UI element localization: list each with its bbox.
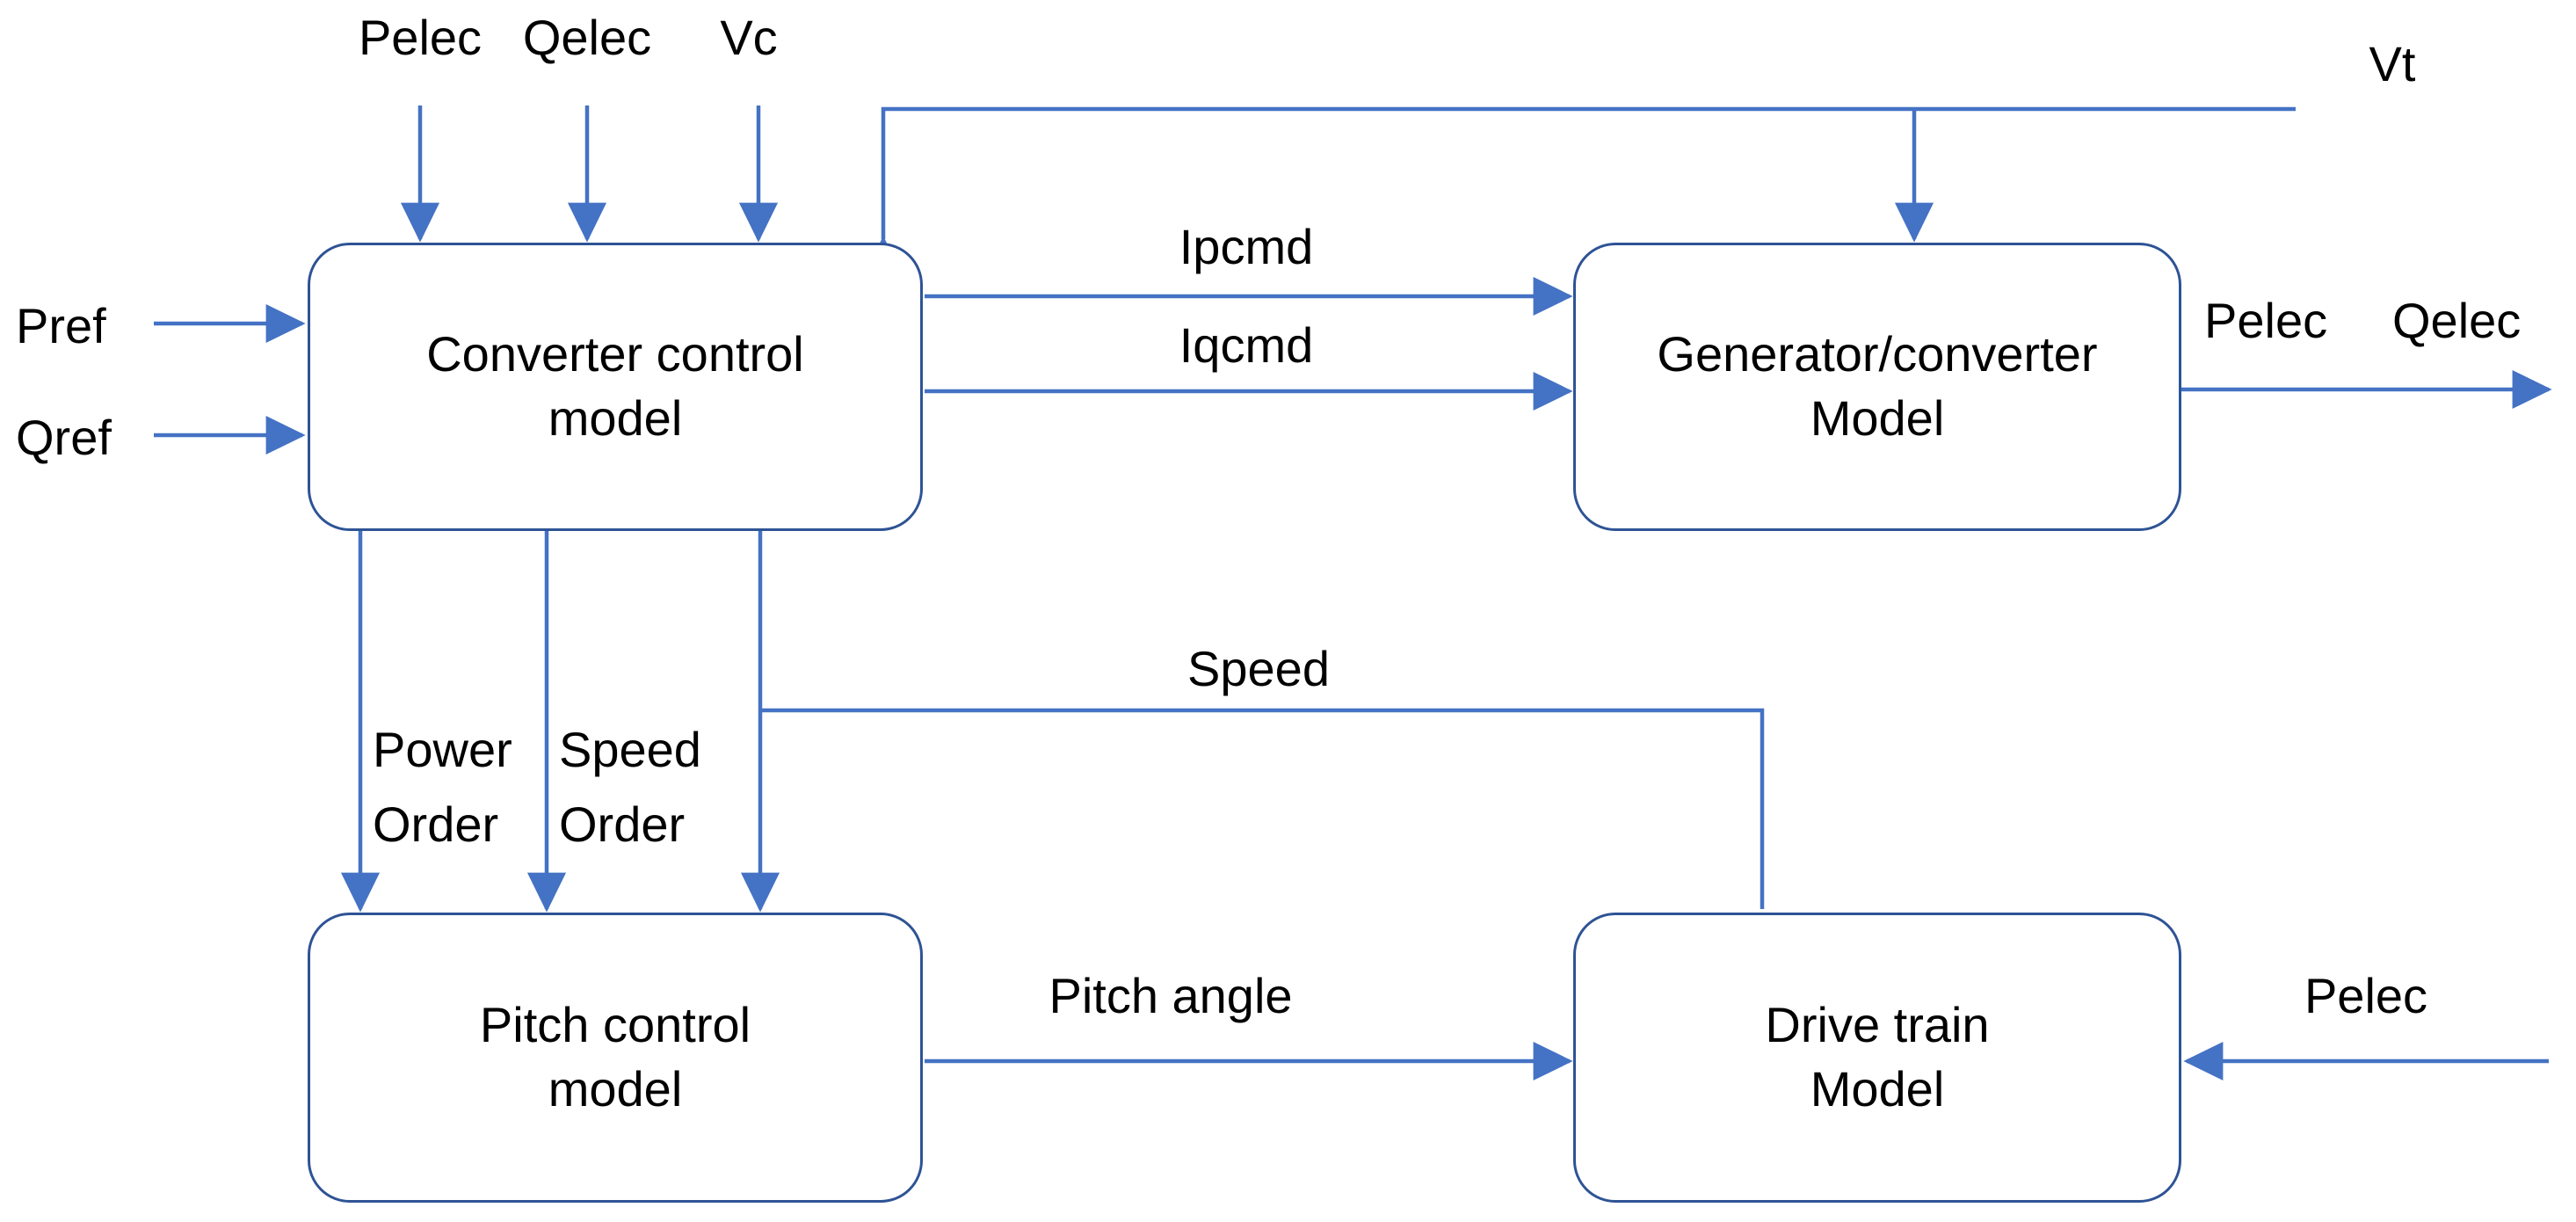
wire-speed-from-drivetrain [760, 708, 1765, 909]
block-converter-control-line1: Converter control [426, 326, 804, 382]
label-power-order-line1: Power [373, 722, 512, 777]
label-speed-order-line2: Order [559, 796, 686, 852]
block-drive-train-model[interactable]: Drive train Model [1573, 913, 2181, 1203]
block-generator-converter-model[interactable]: Generator/converter Model [1573, 243, 2181, 531]
label-vt: Vt [2369, 36, 2416, 91]
label-qelec-out: Qelec [2392, 293, 2522, 348]
label-ipcmd: Ipcmd [1179, 219, 1314, 274]
label-qref: Qref [16, 410, 112, 465]
block-pitch-control-line1: Pitch control [479, 997, 751, 1053]
label-speed-order-line1: Speed [559, 722, 701, 777]
wire-vt-to-converter [863, 106, 2296, 276]
label-qelec-top: Qelec [522, 10, 652, 65]
label-power-order-line2: Order [373, 796, 499, 852]
block-generator-converter-line2: Model [1810, 390, 1945, 446]
label-pelec-drive-in: Pelec [2304, 968, 2428, 1023]
block-drive-train-line1: Drive train [1765, 997, 1990, 1053]
label-pref: Pref [16, 298, 106, 353]
label-vc-top: Vc [720, 10, 778, 65]
block-converter-control-model[interactable]: Converter control model [308, 243, 923, 531]
label-speed: Speed [1187, 641, 1330, 696]
label-pelec-top: Pelec [358, 10, 483, 65]
label-pelec-out: Pelec [2204, 293, 2328, 348]
block-pitch-control-model[interactable]: Pitch control model [308, 913, 923, 1203]
label-pitch-angle: Pitch angle [1049, 968, 1293, 1023]
block-generator-converter-line1: Generator/converter [1657, 326, 2098, 382]
block-pitch-control-line2: model [548, 1061, 683, 1117]
label-iqcmd: Iqcmd [1179, 317, 1314, 373]
block-converter-control-line2: model [548, 390, 683, 446]
block-drive-train-line2: Model [1810, 1061, 1945, 1117]
